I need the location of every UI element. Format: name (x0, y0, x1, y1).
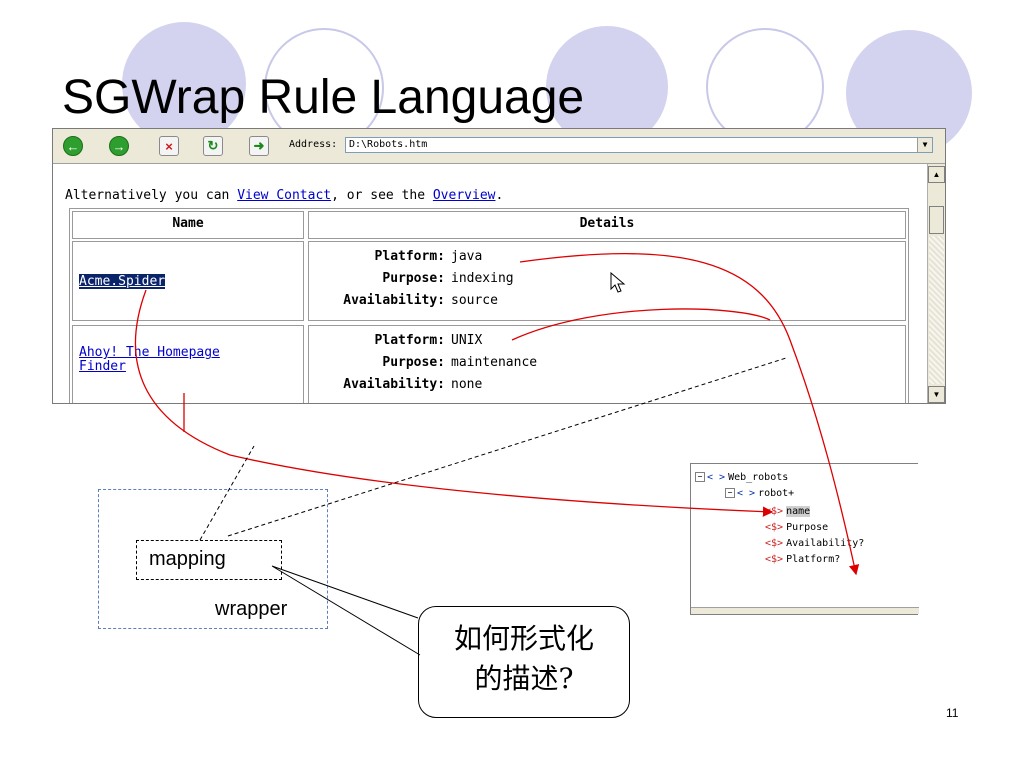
platform-key: Platform: (374, 249, 445, 264)
tree-node-label: robot+ (758, 488, 795, 499)
decor-circle-1 (122, 22, 246, 146)
tree-node-purpose[interactable]: <$>Purpose (765, 522, 828, 534)
slide-title: SGWrap Rule Language (62, 71, 585, 124)
details-cell: Platform: java Purpose: indexing Availabil… (308, 241, 906, 321)
robot-name-link[interactable]: Acme.Spider (79, 274, 166, 289)
scroll-up-icon[interactable]: ▲ (928, 166, 945, 183)
schema-tree-panel: −< >Web_robots −< >robot+ <$>name <$>Pur… (690, 463, 919, 615)
purpose-value: indexing (451, 271, 514, 286)
browser-toolbar: ← → × ↻ ➜ Address: D:\Robots.htm ▼ (53, 129, 945, 164)
tree-node-platform[interactable]: <$>Platform? (765, 554, 840, 566)
browser-window: ← → × ↻ ➜ Address: D:\Robots.htm ▼ Alter… (52, 128, 946, 404)
element-tag-icon: < > (737, 488, 756, 499)
page-number: 11 (946, 706, 959, 720)
tree-bottom-bar (691, 607, 919, 614)
platform-key: Platform: (374, 333, 445, 348)
intro-line: Alternatively you can View Contact, or s… (65, 188, 503, 203)
tree-node-label: name (786, 506, 811, 517)
details-cell: Platform: UNIX Purpose: maintenance Availa… (305, 325, 906, 403)
availability-line: Availability: none (305, 377, 482, 392)
decor-circle-3 (546, 26, 668, 148)
mapping-label: mapping (149, 548, 226, 570)
platform-line: Platform: java (305, 249, 483, 264)
scroll-down-icon[interactable]: ▼ (928, 386, 945, 403)
name-cell: Ahoy! The Homepage Finder (72, 325, 304, 403)
availability-key: Availability: (343, 293, 445, 308)
collapse-icon[interactable]: − (695, 472, 705, 482)
tree-node-availability[interactable]: <$>Availability? (765, 538, 864, 550)
tree-node-label: Purpose (786, 522, 829, 533)
address-label: Address: (289, 139, 338, 150)
forward-arrow-icon[interactable]: → (109, 136, 129, 156)
table-row: Ahoy! The Homepage Finder Platform: UNIX … (70, 323, 908, 403)
tree-node-label: Web_robots (728, 472, 789, 483)
page-content: Alternatively you can View Contact, or s… (53, 164, 927, 403)
header-name: Name (72, 211, 304, 239)
back-arrow-icon[interactable]: ← (63, 136, 83, 156)
platform-value: java (451, 249, 483, 264)
intro-text-before: Alternatively you can (65, 188, 238, 203)
intro-text-after: . (495, 188, 504, 203)
callout-line-1: 如何形式化 (453, 622, 594, 655)
collapse-icon[interactable]: − (725, 488, 735, 498)
attribute-tag-icon: <$> (765, 522, 784, 533)
tree-node-label: Availability? (786, 538, 865, 549)
name-cell: Acme.Spider (72, 241, 304, 321)
element-tag-icon: < > (707, 472, 726, 483)
tree-node-web-robots[interactable]: −< >Web_robots (695, 472, 788, 484)
tree-node-name[interactable]: <$>name (765, 506, 811, 518)
header-details: Details (308, 211, 906, 239)
mouse-cursor-icon (610, 272, 626, 293)
vertical-scrollbar[interactable]: ▲ ▼ (927, 164, 945, 403)
attribute-tag-icon: <$> (765, 506, 784, 517)
scroll-track[interactable] (929, 236, 944, 384)
tree-node-label: Platform? (786, 554, 841, 565)
overview-link[interactable]: Overview (432, 188, 496, 203)
attribute-tag-icon: <$> (765, 538, 784, 549)
callout-line-2: 的描述? (474, 662, 574, 695)
purpose-key: Purpose: (382, 355, 445, 370)
scroll-thumb[interactable] (929, 206, 944, 234)
address-dropdown-icon[interactable]: ▼ (917, 138, 932, 152)
availability-line: Availability: source (305, 293, 498, 308)
robots-table: Name Details Acme.Spider Platform: java P… (69, 208, 909, 403)
go-icon[interactable]: ➜ (249, 136, 269, 156)
robot-name-link[interactable]: Ahoy! The Homepage Finder (79, 345, 220, 374)
view-contact-link[interactable]: View Contact (237, 188, 332, 203)
purpose-value: maintenance (451, 355, 538, 370)
question-callout: 如何形式化 的描述? (418, 606, 630, 718)
attribute-tag-icon: <$> (765, 554, 784, 565)
table-row: Acme.Spider Platform: java Purpose: indexi… (70, 239, 908, 323)
address-input[interactable]: D:\Robots.htm ▼ (345, 137, 933, 153)
table-header-row: Name Details (70, 209, 908, 239)
refresh-icon[interactable]: ↻ (203, 136, 223, 156)
address-value: D:\Robots.htm (349, 139, 428, 150)
wrapper-box: mapping wrapper (98, 489, 328, 629)
tree-node-robot[interactable]: −< >robot+ (725, 488, 794, 500)
mapping-box: mapping (136, 540, 282, 580)
purpose-line: Purpose: maintenance (305, 355, 537, 370)
purpose-line: Purpose: indexing (305, 271, 514, 286)
platform-line: Platform: UNIX (305, 333, 483, 348)
availability-value: source (451, 293, 498, 308)
wrapper-label: wrapper (215, 598, 288, 620)
platform-value: UNIX (451, 333, 483, 348)
intro-text-middle: , or see the (331, 188, 433, 203)
availability-key: Availability: (343, 377, 445, 392)
purpose-key: Purpose: (382, 271, 445, 286)
stop-icon[interactable]: × (159, 136, 179, 156)
availability-value: none (451, 377, 483, 392)
